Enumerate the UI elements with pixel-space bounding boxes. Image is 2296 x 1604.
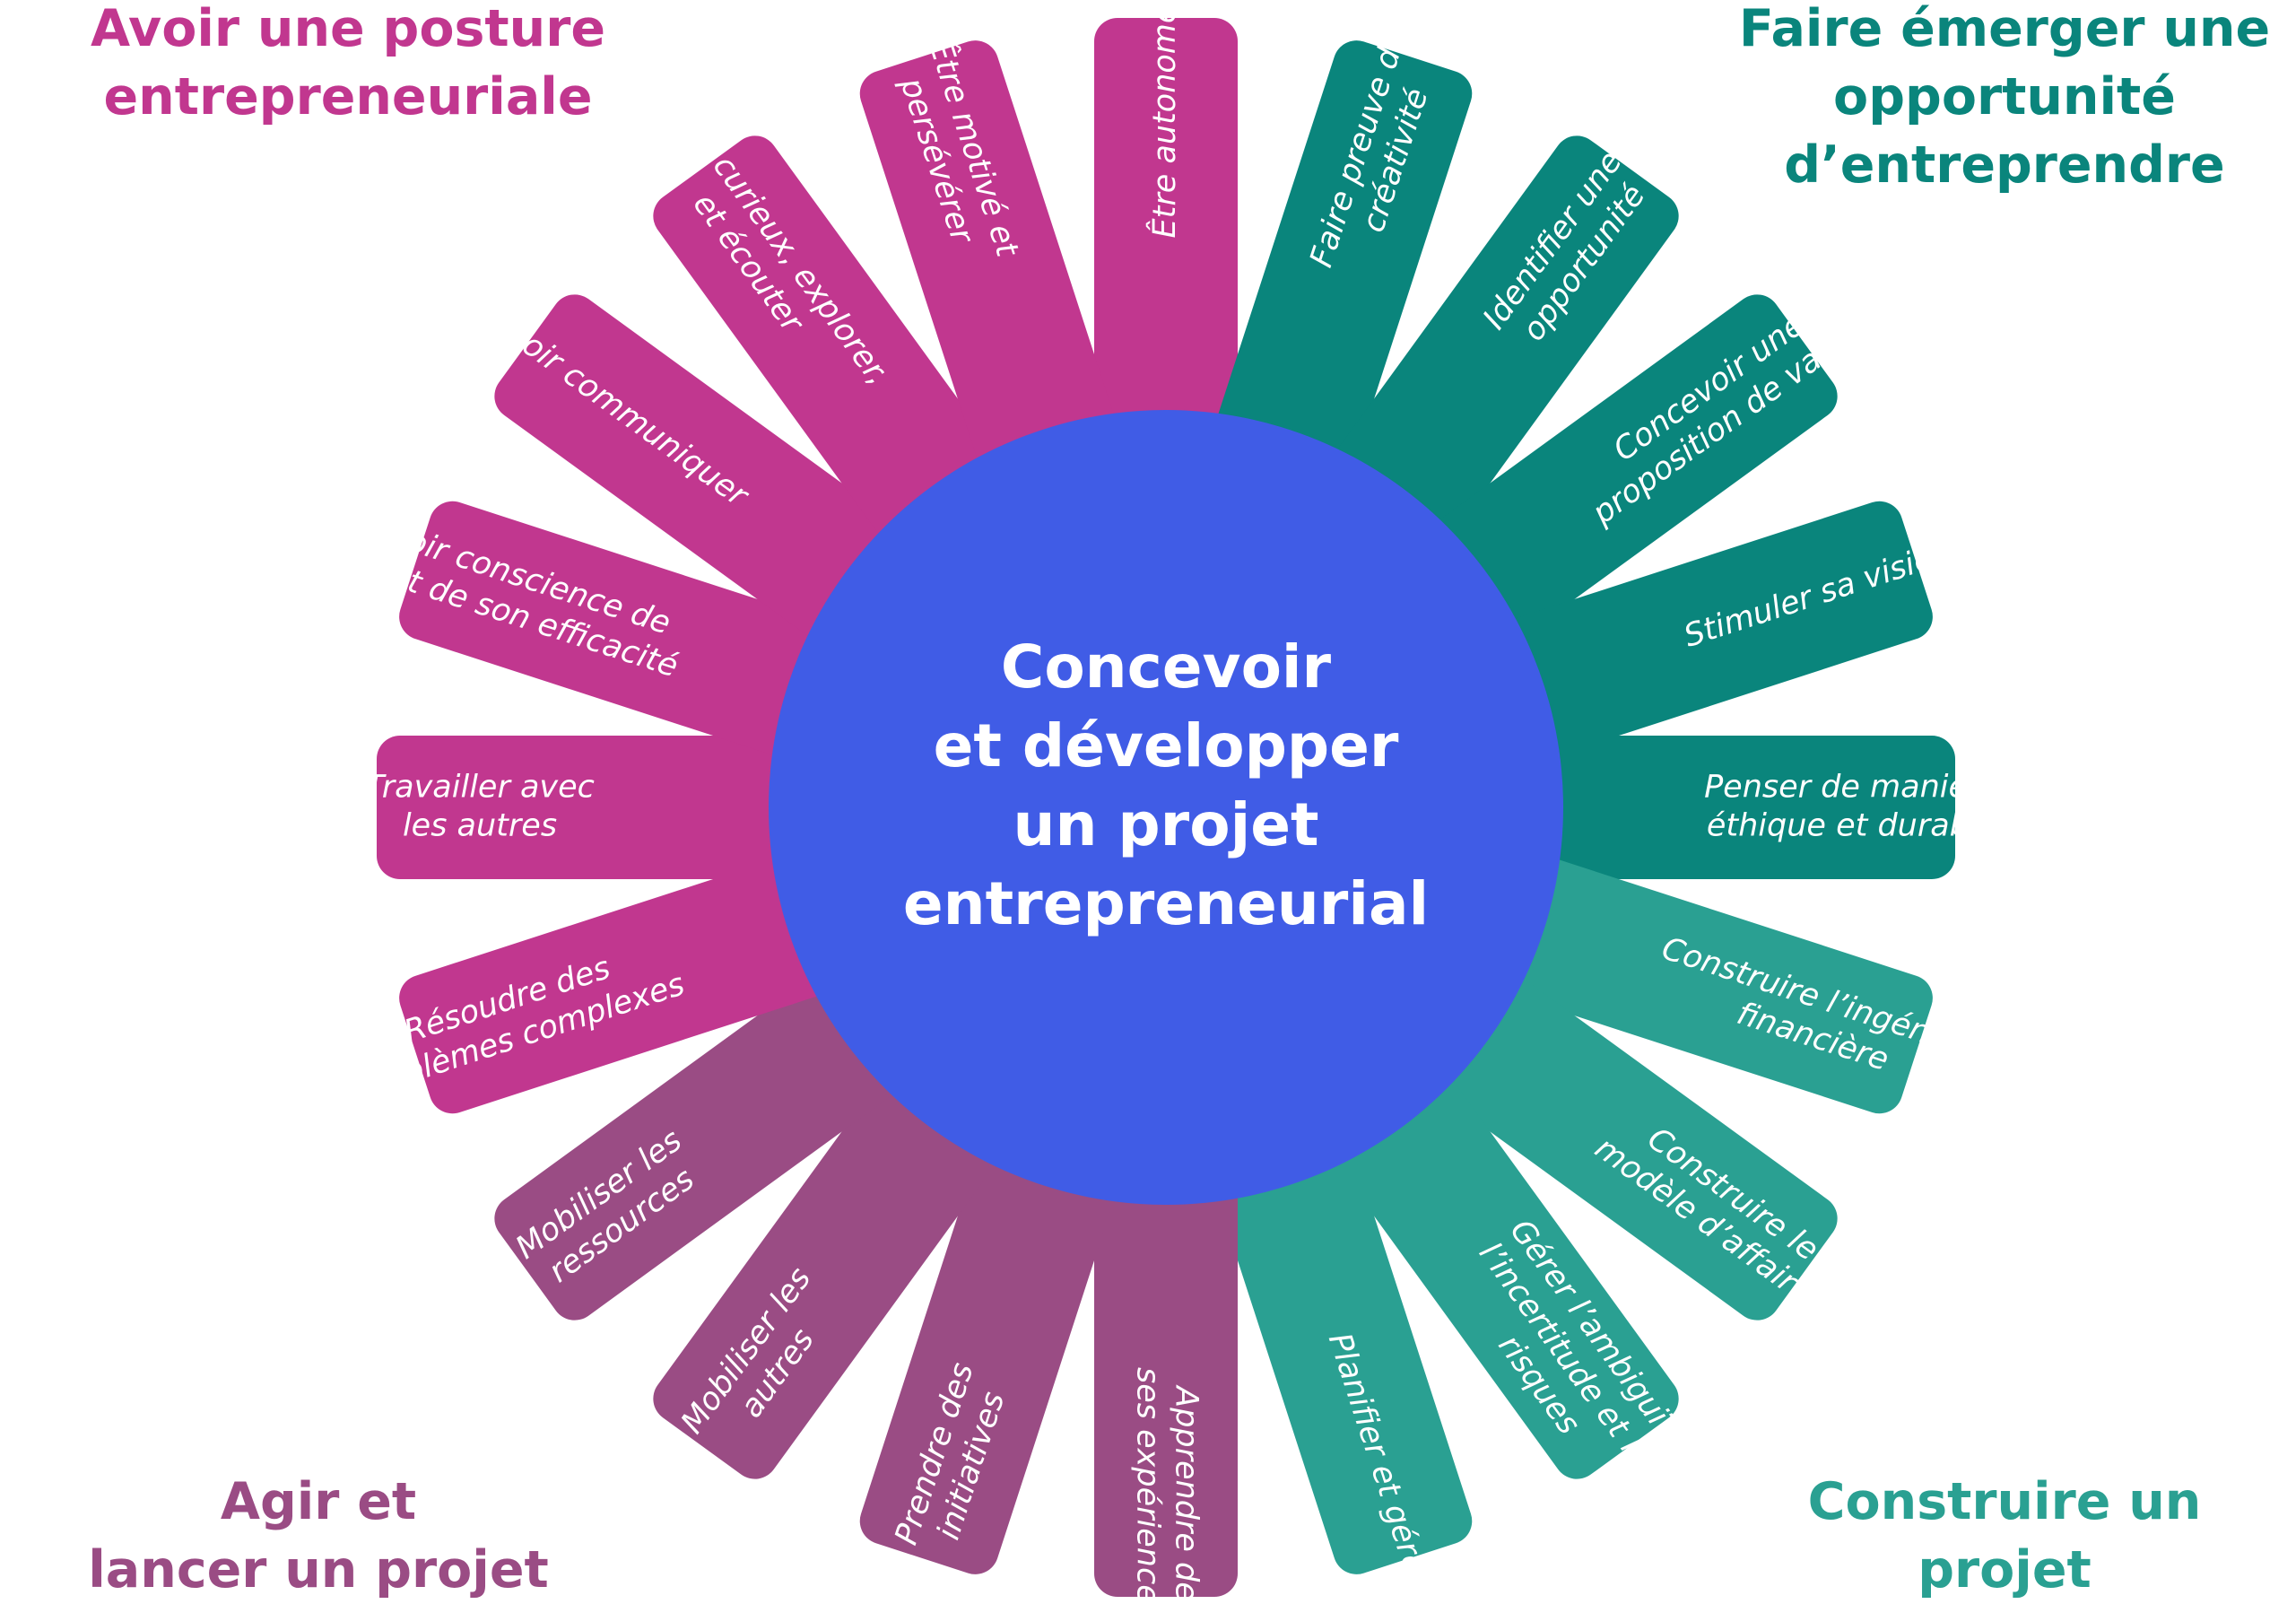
petal-shape xyxy=(1489,736,1955,879)
petal-label-line: ses expériences xyxy=(1130,1367,1166,1597)
petal-shape xyxy=(859,1098,1129,1574)
petal-shape xyxy=(1203,40,1473,517)
petal-label-line: Être autonome xyxy=(1145,4,1183,239)
center-title-line-2: et développer xyxy=(933,711,1399,780)
center-title-line-1: Concevoir xyxy=(1000,632,1332,702)
petal-label-line: Apprendre de xyxy=(1169,1384,1205,1597)
petal-shape xyxy=(1394,948,1838,1321)
petal-shape xyxy=(1203,1098,1473,1574)
petal-shape xyxy=(494,948,938,1321)
petal: Être autonome xyxy=(1094,4,1238,484)
petal: Faire preuve decréativité xyxy=(1203,25,1473,517)
petal-shape xyxy=(653,1035,1025,1479)
group-title-opportunite-line-1: Faire émerger une xyxy=(1738,0,2271,58)
petal-shape xyxy=(1094,1130,1238,1597)
petal-shape xyxy=(859,40,1129,517)
petal-shape xyxy=(377,736,843,879)
petal-label: Être autonome xyxy=(1145,4,1183,239)
petal-label-line: les autres xyxy=(403,808,557,844)
center-title: Concevoir et développer un projet entrep… xyxy=(798,628,1534,944)
petal-shape xyxy=(1394,294,1838,667)
petal: Résoudre desproblèmes complexes xyxy=(348,844,875,1114)
group-title-agir: Agir et lancer un projet xyxy=(88,1468,549,1604)
petal-label-line: Penser de manière xyxy=(1704,770,2000,806)
petal-shape xyxy=(1307,1035,1679,1479)
group-title-opportunite: Faire émerger une opportunité d’entrepre… xyxy=(1739,0,2270,199)
petal-shape xyxy=(653,135,1025,580)
petal-label: Apprendre deses expériences xyxy=(1130,1367,1205,1597)
petal-shape xyxy=(1094,18,1238,484)
petal-shape xyxy=(1307,135,1679,580)
petal-shape xyxy=(1457,844,1933,1114)
petal-shape xyxy=(399,844,875,1114)
center-title-line-4: entrepreneurial xyxy=(902,869,1430,938)
petal: Prendre desinitiatives xyxy=(859,1098,1129,1574)
group-title-opportunite-line-2: opportunité xyxy=(1833,67,2176,126)
petal: Stimuler sa vision xyxy=(1457,501,1957,771)
center-circle xyxy=(769,410,1563,1205)
petal-shape xyxy=(1457,501,1933,771)
group-title-agir-line-2: lancer un projet xyxy=(88,1540,549,1600)
petal-label-line: éthique et durable xyxy=(1707,808,1997,844)
group-title-construire-line-1: Construire un xyxy=(1807,1472,2202,1531)
group-title-construire-line-2: projet xyxy=(1918,1540,2092,1600)
group-title-posture-line-1: Avoir une posture xyxy=(90,0,606,58)
petal: Apprendre deses expériences xyxy=(1094,1130,1238,1597)
petal: Planifier et gérer xyxy=(1203,1098,1473,1593)
group-title-posture-line-2: entrepreneuriale xyxy=(103,67,593,126)
group-title-opportunite-line-3: d’entreprendre xyxy=(1784,135,2225,195)
group-title-posture: Avoir une posture entrepreneuriale xyxy=(91,0,605,131)
petal-shape xyxy=(399,501,875,771)
petal-label-line: Travailler avec xyxy=(365,770,595,806)
group-title-construire: Construire un projet xyxy=(1808,1468,2202,1604)
petal-shape xyxy=(494,294,938,667)
group-title-agir-line-1: Agir et xyxy=(220,1472,417,1531)
petal: Mobiliser lesautres xyxy=(653,1035,1025,1479)
center-title-line-3: un projet xyxy=(1013,790,1319,859)
